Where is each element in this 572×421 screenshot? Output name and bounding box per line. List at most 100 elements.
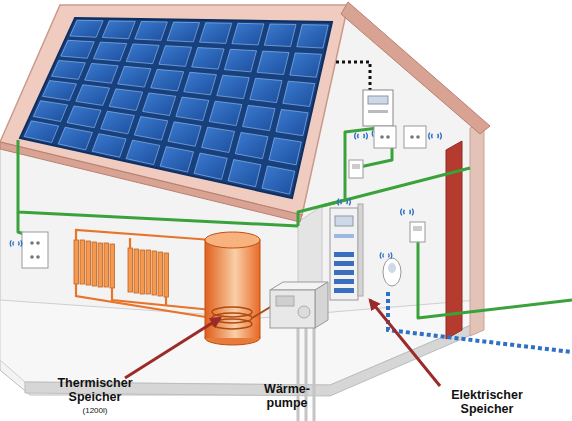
solar-cell-grid (61, 40, 94, 58)
electric-storage (334, 288, 354, 293)
solar-cell-grid (33, 101, 67, 122)
solar-panel (20, 18, 332, 198)
electric-storage (334, 234, 354, 238)
solar-cell-grid (109, 89, 142, 111)
thermal-tank (205, 232, 260, 248)
wall-device (401, 209, 413, 216)
roof (0, 5, 348, 215)
electric-wire (418, 226, 572, 318)
grid-line (336, 62, 370, 90)
electric-storage (334, 270, 354, 275)
radiator (152, 251, 157, 295)
wall-device (374, 126, 396, 148)
electric-storage (335, 216, 353, 226)
solar-cell-grid (70, 20, 103, 37)
wall-device (36, 255, 40, 259)
electric-storage (330, 199, 363, 300)
callout-label: (1200l) (45, 406, 145, 416)
solar-cell-grid (160, 147, 193, 172)
solar-cell-grid (24, 121, 58, 143)
heat-pump (270, 290, 315, 328)
inverter (368, 110, 388, 113)
radiator (74, 240, 169, 297)
electric-storage (334, 252, 354, 257)
solar-cell-grid (176, 97, 209, 120)
radiator (158, 252, 163, 296)
solar-cell-grid (264, 24, 296, 47)
solar-cell-grid (134, 117, 167, 141)
solar-panel (20, 18, 332, 198)
solar-cell-grid (102, 21, 135, 39)
radiator (92, 242, 97, 286)
wall-device (416, 135, 420, 139)
solar-cell-grid (232, 23, 264, 45)
solar-cell-grid (276, 109, 308, 135)
solar-cell-grid (76, 85, 110, 106)
electric-wire (322, 168, 470, 206)
solar-cell-grid (235, 132, 268, 158)
callout-label: Thermischer Speicher (45, 376, 145, 404)
electric-storage (334, 279, 354, 284)
wall-device (36, 241, 40, 245)
solar-cell-grid (184, 72, 217, 95)
radiator (74, 240, 79, 284)
radiator (98, 243, 103, 287)
solar-cell-grid (194, 153, 227, 179)
solar-cell-grid (94, 42, 127, 61)
wall-device (349, 160, 363, 178)
solar-cell-grid (24, 20, 328, 194)
leader-arrow (125, 318, 220, 378)
wall-device (429, 133, 441, 140)
thermal-tank (205, 232, 272, 345)
solar-cell-grid (202, 127, 235, 152)
wall-device (30, 241, 34, 245)
radiator (128, 248, 133, 292)
solar-cell-grid (257, 51, 289, 74)
wall-device (30, 255, 34, 259)
thermal-tank (252, 306, 272, 318)
wall-device (380, 252, 391, 258)
leader-arrow (125, 300, 440, 386)
solar-cell-grid (67, 106, 101, 128)
radiator (140, 250, 145, 294)
solar-cell-grid (243, 105, 275, 130)
radiator (86, 241, 91, 285)
roof (0, 2, 490, 222)
solar-cell-grid (118, 66, 151, 87)
radiator (104, 243, 109, 287)
electric-storage (338, 199, 350, 206)
solar-cell-grid (167, 22, 199, 42)
solar-cell-grid (151, 69, 184, 91)
solar-cell-grid (168, 122, 201, 146)
heat-pump (276, 296, 294, 306)
exterior-wall (470, 122, 484, 336)
solar-cell-grid (217, 75, 249, 98)
leader-arrow (370, 300, 440, 386)
radiator (134, 249, 139, 293)
electric-storage (334, 261, 354, 266)
solar-cell-grid (101, 111, 135, 134)
electric-storage (358, 204, 363, 296)
solar-cell-grid (85, 63, 118, 83)
heating-pipe (76, 284, 212, 318)
roof (341, 2, 490, 134)
solar-cell-grid (58, 127, 92, 150)
solar-cell-grid (290, 53, 322, 77)
radiator (80, 240, 85, 284)
solar-cell-grid (52, 60, 86, 79)
wall-device (383, 258, 401, 286)
thermal-tank (206, 326, 259, 338)
radiator (164, 253, 169, 297)
wall-device (380, 135, 384, 139)
wall-device (388, 263, 396, 273)
electric-wire (18, 140, 298, 226)
solar-cell-grid (209, 101, 242, 125)
wall-device (355, 133, 367, 140)
wall-device (413, 226, 422, 231)
electric-storage (330, 208, 358, 300)
heating-pipe (76, 230, 212, 318)
heat-pump (298, 306, 310, 318)
solar-cell-grid (92, 134, 126, 158)
floor-slab (0, 300, 478, 385)
